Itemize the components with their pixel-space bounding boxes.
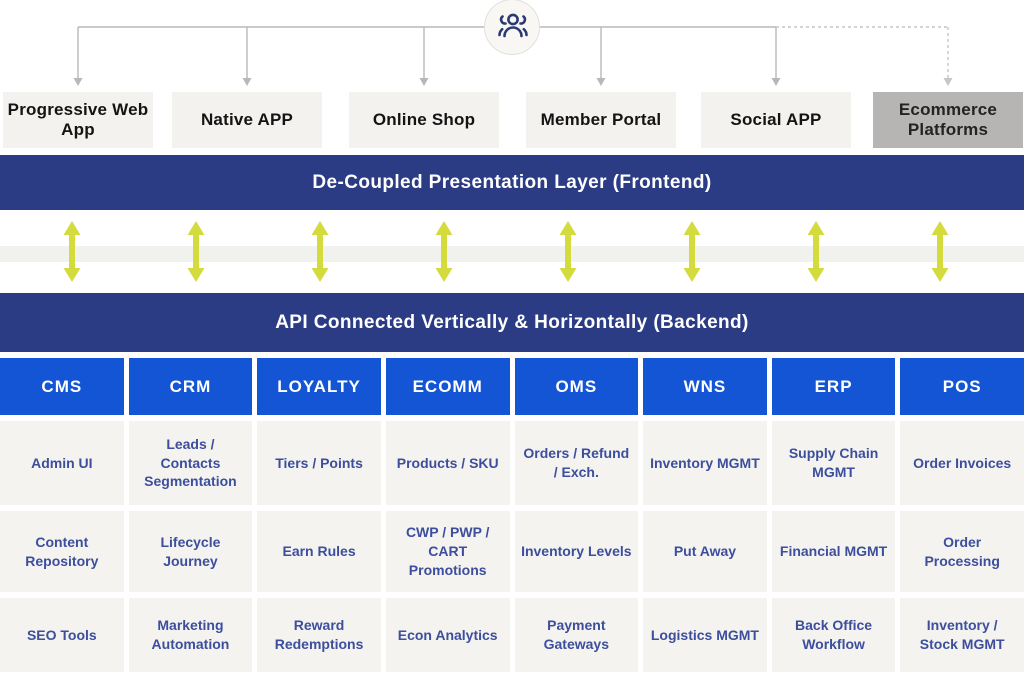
channel-box-online-shop: Online Shop <box>349 92 499 148</box>
module-cell: Back Office Workflow <box>771 598 896 672</box>
column-header-ecomm: ECOMM <box>385 358 510 415</box>
column-header-pos: POS <box>900 358 1024 415</box>
module-cell: Supply Chain MGMT <box>771 421 896 505</box>
module-cell: Orders / Refund / Exch. <box>514 421 639 505</box>
frontend-banner: De-Coupled Presentation Layer (Frontend) <box>0 155 1024 210</box>
bidirectional-arrow-icon <box>931 221 949 287</box>
module-cell: Payment Gateways <box>514 598 639 672</box>
bidirectional-arrow-icon <box>559 221 577 287</box>
bidirectional-arrow-icon <box>683 221 701 287</box>
module-cell: Content Repository <box>0 511 124 592</box>
channel-label: Progressive Web App <box>7 100 149 139</box>
channel-box-member-portal: Member Portal <box>526 92 676 148</box>
channel-box-native-app: Native APP <box>172 92 322 148</box>
backend-column-oms: OMS Orders / Refund / Exch.Inventory Leve… <box>514 358 639 672</box>
channel-box-progressive-web-app: Progressive Web App <box>3 92 153 148</box>
bidirectional-arrow-icon <box>311 221 329 287</box>
module-cell: Earn Rules <box>257 511 381 592</box>
module-cell: Leads / Contacts Segmentation <box>128 421 253 505</box>
column-header-loyalty: LOYALTY <box>257 358 381 415</box>
module-cell: Products / SKU <box>385 421 510 505</box>
arrow-band <box>0 246 1024 262</box>
bidirectional-arrow-icon <box>807 221 825 287</box>
backend-banner: API Connected Vertically & Horizontally … <box>0 293 1024 352</box>
module-cell: Marketing Automation <box>128 598 253 672</box>
module-cell: Reward Redemptions <box>257 598 381 672</box>
channel-label: Native APP <box>200 110 294 130</box>
module-cell: Order Processing <box>900 511 1024 592</box>
channel-label: Member Portal <box>540 110 662 130</box>
column-header-wns: WNS <box>643 358 767 415</box>
column-header-cms: CMS <box>0 358 124 415</box>
module-cell: Lifecycle Journey <box>128 511 253 592</box>
bidirectional-arrow-icon <box>63 221 81 287</box>
channel-box-ecommerce-platforms: Ecommerce Platforms <box>873 92 1023 148</box>
bidirectional-arrow-icon <box>435 221 453 287</box>
column-header-oms: OMS <box>514 358 639 415</box>
sync-arrows-zone <box>0 210 1024 293</box>
module-cell: SEO Tools <box>0 598 124 672</box>
module-cell: Order Invoices <box>900 421 1024 505</box>
channel-label: Online Shop <box>372 110 476 130</box>
channel-label: Social APP <box>730 110 822 130</box>
module-cell: Inventory MGMT <box>643 421 767 505</box>
module-cell: Logistics MGMT <box>643 598 767 672</box>
module-cell: Econ Analytics <box>385 598 510 672</box>
module-cell: Inventory Levels <box>514 511 639 592</box>
module-cell: Put Away <box>643 511 767 592</box>
module-cell: Tiers / Points <box>257 421 381 505</box>
module-cell: CWP / PWP / CART Promotions <box>385 511 510 592</box>
column-header-erp: ERP <box>771 358 896 415</box>
module-cell: Inventory / Stock MGMT <box>900 598 1024 672</box>
connector-lines <box>73 26 953 86</box>
users-group-icon <box>498 13 528 38</box>
channel-box-social-app: Social APP <box>701 92 851 148</box>
bidirectional-arrow-icon <box>187 221 205 287</box>
module-cell: Financial MGMT <box>771 511 896 592</box>
hub-circle <box>484 0 540 55</box>
module-cell: Admin UI <box>0 421 124 505</box>
channel-label: Ecommerce Platforms <box>898 100 998 139</box>
column-header-crm: CRM <box>128 358 253 415</box>
